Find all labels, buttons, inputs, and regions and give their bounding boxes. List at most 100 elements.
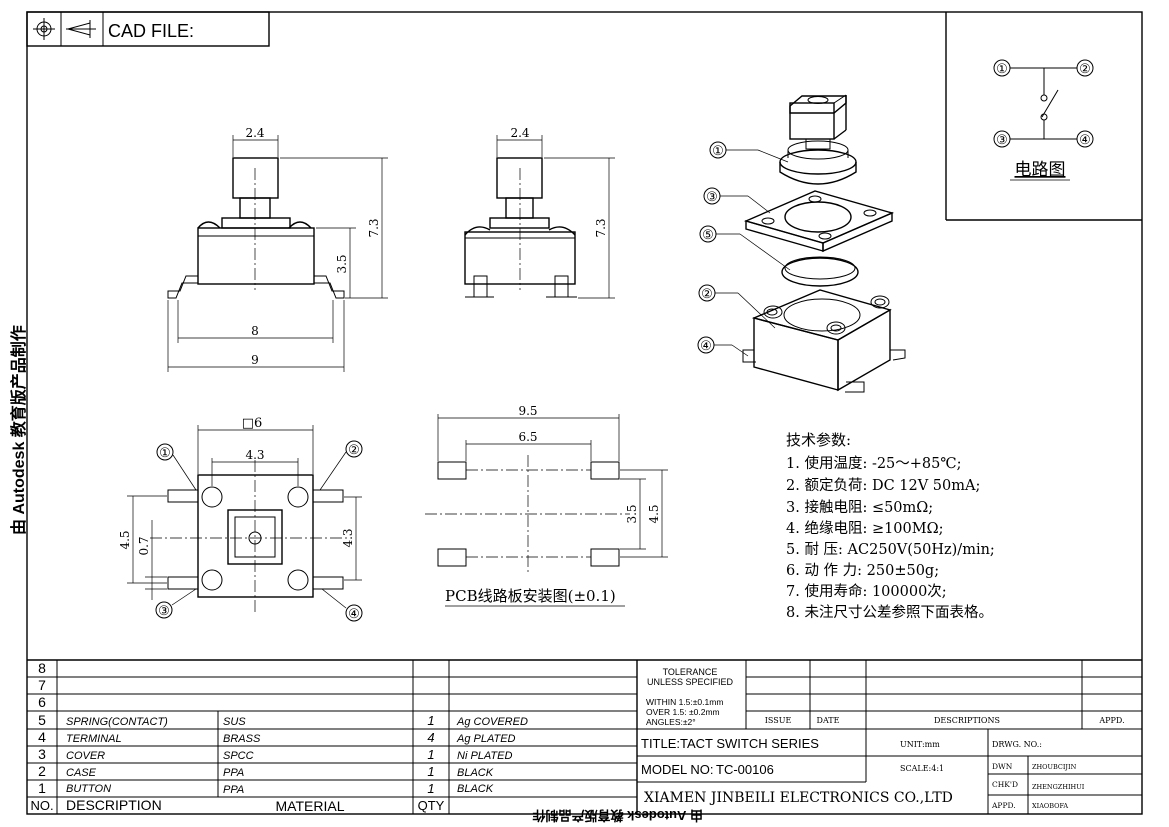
bom-row-3-qty: 1 — [427, 747, 434, 762]
appd-label: APPD. — [991, 801, 1016, 810]
part-case — [742, 289, 906, 393]
scale-label: SCALE:4:1 — [900, 764, 944, 773]
bom-row-2-finish: BLACK — [457, 767, 494, 779]
part-cover — [743, 190, 895, 253]
tolerance-angles: ANGLES:±2° — [646, 717, 696, 727]
cad-file-label: CAD FILE: — [108, 21, 194, 41]
dim-lead-span: 8 — [251, 324, 259, 338]
tolerance-within: WITHIN 1.5:±0.1mm — [646, 697, 723, 707]
chkd-label: CHK'D — [992, 780, 1018, 789]
bom-row-4-material: BRASS — [223, 733, 261, 745]
svg-text:③: ③ — [706, 190, 718, 205]
bom-row-2-desc: CASE — [66, 767, 97, 779]
dim-pcb-overall: 9.5 — [518, 404, 537, 418]
circuit-pin-3: ③ — [996, 133, 1008, 148]
svg-text:④: ④ — [700, 339, 712, 354]
bom-row-5-finish: Ag COVERED — [456, 716, 528, 728]
projection-icon — [66, 20, 96, 38]
bom-row-3-desc: COVER — [66, 750, 105, 762]
part-spring — [781, 256, 859, 287]
callout-1-button: ① — [709, 141, 789, 163]
bom-row-1-no: 1 — [38, 780, 46, 796]
pin-callout-1: ① — [159, 446, 171, 461]
dim-side-button-width: 2.4 — [510, 126, 529, 140]
bom-header-description: DESCRIPTION — [66, 797, 162, 813]
dim-lead-pitch: 4.5 — [118, 530, 132, 549]
tech-specs: 技术参数: 1. 使用温度: -25～+85℃; 2. 额定负荷: DC 12V… — [786, 431, 995, 621]
circuit-pin-2: ② — [1079, 62, 1091, 77]
bom-row-4-no: 4 — [38, 729, 46, 745]
bom-row-2-qty: 1 — [427, 764, 434, 779]
bom-row-5-material: SUS — [223, 716, 246, 728]
top-view: □6 4.3 4.5 0.7 4.3 ① ② ③ ④ — [118, 416, 363, 622]
bom-row-5-desc: SPRING(CONTACT) — [66, 716, 168, 728]
bom-row-2-no: 2 — [38, 763, 46, 779]
bom-row-4-qty: 4 — [427, 730, 434, 745]
bom-table: 8 7 6 5 SPRING(CONTACT) SUS 1 Ag COVERED… — [27, 659, 1142, 823]
bom-row-1-material: PPA — [223, 784, 244, 796]
dim-body-square: □6 — [242, 416, 263, 431]
bom-row-3-finish: Ni PLATED — [457, 750, 512, 762]
model-label: MODEL NO: — [641, 762, 713, 777]
bom-row-2-material: PPA — [223, 767, 244, 779]
pcb-caption: PCB线路板安装图(±0.1) — [445, 587, 616, 605]
dim-side-total-height: 7.3 — [594, 218, 608, 237]
pin-callout-2: ② — [348, 443, 360, 458]
svg-text:②: ② — [701, 287, 713, 302]
dim-pcb-gap: 3.5 — [625, 504, 639, 523]
front-view: 2.4 7.3 3.5 8 9 — [167, 126, 388, 372]
dim-pin-pitch-x: 4.3 — [245, 448, 264, 462]
spec-line-7: 7. 使用寿命: 100000次; — [786, 582, 947, 600]
spec-line-2: 2. 额定负荷: DC 12V 50mA; — [786, 477, 980, 494]
dim-button-width: 2.4 — [245, 126, 264, 140]
company-name: XIAMEN JINBEILI ELECTRONICS CO.,LTD — [644, 790, 953, 806]
dwn-label: DWN — [992, 762, 1013, 771]
cad-file-header: CAD FILE: — [26, 11, 270, 47]
model-number: TC-00106 — [716, 762, 774, 777]
drwg-no-label: DRWG. NO.: — [992, 740, 1042, 749]
dim-pin-pitch-y: 4.3 — [341, 528, 355, 547]
dwn-name: ZHOUBCIJIN — [1032, 763, 1077, 771]
part-button — [779, 94, 857, 185]
bom-row-7-no: 7 — [38, 677, 46, 693]
watermark-bottom: 由 Autodesk 教育版产品制作 — [533, 808, 703, 823]
bom-row-4-finish: Ag PLATED — [456, 733, 516, 745]
bom-header-qty: QTY — [418, 798, 445, 813]
crosshair-icon — [33, 18, 55, 40]
circuit-title: 电路图 — [1015, 160, 1066, 180]
circuit-pin-1: ① — [996, 62, 1008, 77]
specs-title: 技术参数: — [786, 431, 851, 449]
svg-text:①: ① — [712, 144, 724, 159]
dim-body-height: 3.5 — [335, 254, 349, 273]
chkd-name: ZHENGZHIHUI — [1032, 783, 1085, 791]
title-block: TOLERANCE UNLESS SPECIFIED WITHIN 1.5:±0… — [637, 660, 1142, 814]
rev-appd-header: APPD. — [1098, 716, 1124, 725]
pin-callout-3: ③ — [158, 604, 170, 619]
tolerance-subtitle: UNLESS SPECIFIED — [647, 677, 734, 687]
pin-callout-4: ④ — [348, 607, 360, 622]
rev-issue-header: ISSUE — [765, 716, 792, 725]
sheet-border — [26, 11, 1143, 815]
watermark-left: 由 Autodesk 教育版产品制作 — [9, 325, 28, 535]
svg-text:⑤: ⑤ — [702, 228, 714, 243]
dim-overall-width: 9 — [251, 353, 259, 367]
bom-row-3-material: SPCC — [223, 750, 254, 762]
rev-descriptions-header: DESCRIPTIONS — [934, 716, 1000, 725]
exploded-view: ① ③ ⑤ ② ④ — [697, 94, 906, 393]
dim-total-height: 7.3 — [367, 218, 381, 237]
spec-line-1: 1. 使用温度: -25～+85℃; — [786, 455, 962, 472]
unit-label: UNIT:mm — [900, 740, 940, 749]
dim-lead-width: 0.7 — [137, 536, 151, 555]
bom-row-4-desc: TERMINAL — [66, 733, 122, 745]
circuit-diagram: ① ② ③ ④ 电路图 — [945, 12, 1142, 221]
callout-4-terminal: ④ — [697, 336, 749, 357]
side-view: 2.4 7.3 — [464, 126, 615, 299]
circuit-pin-4: ④ — [1079, 133, 1091, 148]
rev-date-header: DATE — [817, 716, 840, 725]
callout-3-cover: ③ — [703, 187, 771, 214]
spec-line-8: 8. 未注尺寸公差参照下面表格。 — [786, 604, 993, 621]
tolerance-title: TOLERANCE — [663, 667, 718, 677]
callout-2-case: ② — [698, 284, 776, 329]
bom-row-5-no: 5 — [38, 712, 46, 728]
